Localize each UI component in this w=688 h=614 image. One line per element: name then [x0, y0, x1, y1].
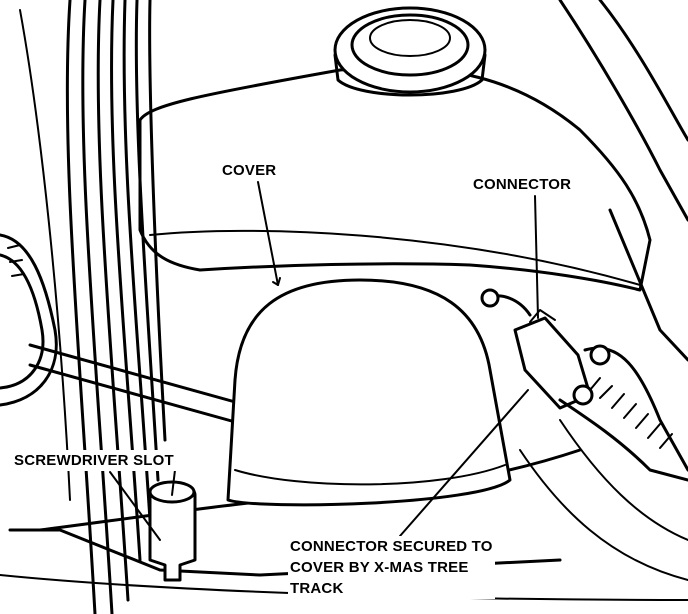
label-connector-secured: CONNECTOR SECURED TO COVER BY X-MAS TREE… — [288, 536, 495, 599]
label-connector: CONNECTOR — [471, 174, 574, 195]
filler-cap — [333, 6, 487, 97]
label-connector-secured-line-1: CONNECTOR SECURED TO — [290, 538, 493, 555]
cable-bundle-left — [19, 0, 167, 614]
label-connector-secured-line-2: COVER BY X-MAS TREE — [290, 559, 469, 576]
leader-screwdriver-slot-a — [109, 471, 161, 541]
reservoir-tank — [138, 66, 652, 292]
label-screwdriver-slot: SCREWDRIVER SLOT — [12, 450, 176, 471]
cover-dome — [226, 278, 512, 507]
screwdriver-slot-post — [148, 480, 197, 582]
frame-right — [519, 0, 688, 581]
callout-leaders — [109, 181, 539, 541]
leader-cover — [257, 181, 279, 286]
leader-connector-secured — [399, 389, 529, 537]
leader-connector — [534, 195, 539, 319]
leader-screwdriver-slot-b — [171, 469, 176, 496]
label-connector-secured-line-3: TRACK — [290, 580, 344, 597]
hose-left — [0, 233, 58, 407]
wiring-harness-conduit — [558, 344, 688, 482]
label-cover: COVER — [220, 160, 279, 181]
leader-cover-arrow — [272, 277, 281, 286]
